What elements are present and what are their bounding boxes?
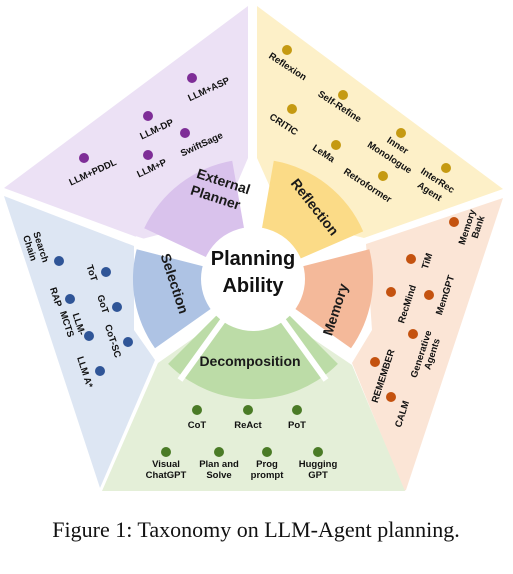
- selection-band: [132, 249, 213, 349]
- dot-recmind: [386, 287, 396, 297]
- dot-self-refine: [338, 90, 348, 100]
- item-prog: Prog: [256, 459, 278, 470]
- dot-visual-chatgpt: [161, 447, 171, 457]
- item-visual: Visual: [152, 459, 180, 470]
- item-chatgpt: ChatGPT: [146, 470, 187, 481]
- item-react: ReAct: [234, 420, 262, 431]
- dot-prog-prompt: [262, 447, 272, 457]
- center-circle: [201, 227, 305, 331]
- dot-llm-pddl: [79, 153, 89, 163]
- dot-retroformer: [378, 171, 388, 181]
- dot-cot-sc: [123, 337, 133, 347]
- item-prompt: prompt: [251, 470, 285, 481]
- dot-calm: [386, 392, 396, 402]
- external-planner-band: [144, 160, 245, 258]
- dot-generative-agents: [408, 329, 418, 339]
- dot-got: [112, 302, 122, 312]
- dot-cot: [192, 405, 202, 415]
- reflection-band: [261, 160, 364, 260]
- dot-llm-astar: [95, 366, 105, 376]
- dot-llm-p: [143, 150, 153, 160]
- item-tot: ToT: [84, 264, 100, 283]
- dot-llm-asp: [187, 73, 197, 83]
- dot-tot: [101, 267, 111, 277]
- dot-lema: [331, 140, 341, 150]
- center-title-line1: Planning: [211, 248, 295, 270]
- dot-llm-mcts: [84, 331, 94, 341]
- selection-region: [4, 196, 155, 488]
- dot-interrec-agent: [441, 163, 451, 173]
- memory-region: [352, 198, 503, 491]
- dot-tim: [406, 254, 416, 264]
- dot-remember: [370, 357, 380, 367]
- dot-memory-bank: [449, 217, 459, 227]
- dot-search-chain: [54, 256, 64, 266]
- figure-caption: Figure 1: Taxonomy on LLM-Agent planning…: [52, 517, 459, 542]
- item-tim: TiM: [420, 252, 435, 271]
- dot-llm-dp: [143, 111, 153, 121]
- dot-memgpt: [424, 290, 434, 300]
- item-solve: Solve: [206, 470, 231, 481]
- dot-pot: [292, 405, 302, 415]
- item-gpt: GPT: [308, 470, 328, 481]
- item-pot: PoT: [288, 420, 306, 431]
- decomposition-label: Decomposition: [199, 353, 300, 369]
- dot-plan-and-solve: [214, 447, 224, 457]
- band-separators: [134, 154, 372, 382]
- memory-band: [293, 249, 374, 349]
- item-hugging: Hugging: [299, 459, 338, 470]
- dot-react: [243, 405, 253, 415]
- dot-reflexion: [282, 45, 292, 55]
- center-title-line2: Ability: [222, 275, 284, 297]
- dot-inner-monologue: [396, 128, 406, 138]
- dot-hugging-gpt: [313, 447, 323, 457]
- item-plan-and: Plan and: [199, 459, 239, 470]
- dot-swiftsage: [180, 128, 190, 138]
- dot-rap: [65, 294, 75, 304]
- dot-critic: [287, 104, 297, 114]
- decomposition-items: CoT ReAct PoT Visual ChatGPT Plan and So…: [146, 405, 338, 481]
- item-cot: CoT: [188, 420, 207, 431]
